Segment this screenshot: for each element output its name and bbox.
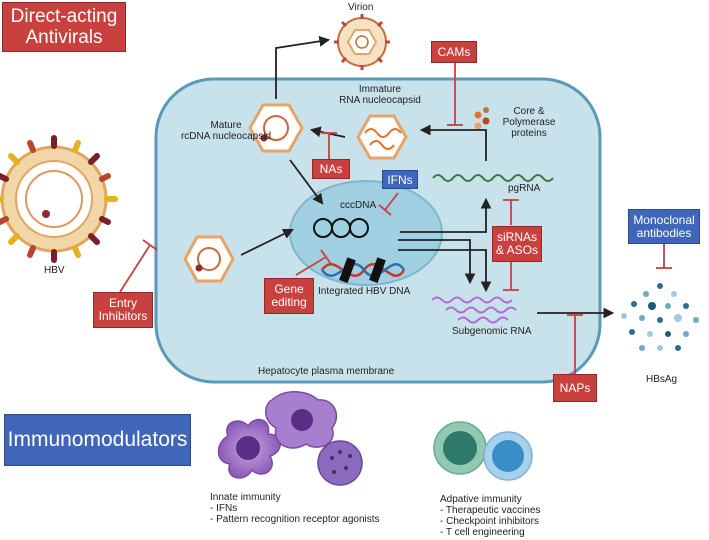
adaptive-cell-icon (433, 421, 533, 481)
core-polymerase-label: Core & Polymerase proteins (494, 106, 564, 139)
virion-label: Virion (348, 2, 374, 13)
mab-line2: antibodies (636, 225, 692, 240)
immature-capsid-icon (356, 114, 408, 160)
ifns-box: IFNs (382, 170, 418, 189)
mature-line2: rcDNA nucleocapsid (180, 131, 272, 142)
mature-capsid-icon (248, 103, 304, 153)
inhibition-lines (119, 63, 672, 374)
subgenomic-rna-icon (431, 296, 517, 324)
protein-dots-icon (474, 107, 490, 130)
mab-line1: Monoclonal (633, 212, 695, 227)
pgrna-wave-icon (432, 174, 554, 182)
innate-cell-icon (217, 391, 363, 486)
hbsag-label: HBsAg (646, 374, 678, 385)
gene-editing-box: Gene editing (264, 278, 314, 314)
nas-label: NAs (319, 162, 343, 176)
daa-line1: Direct-acting (10, 6, 118, 27)
entry-line2: Inhibitors (98, 309, 148, 323)
immunomodulators-header: Immunomodulators (4, 414, 191, 466)
gene-line2: editing (271, 295, 307, 309)
subgenomic-rna-label: Subgenomic RNA (452, 326, 532, 337)
gene-line1: Gene (274, 282, 304, 296)
pathway-arrows (240, 35, 615, 319)
entry-capsid-icon (183, 235, 235, 283)
immature-label: Immature RNA nucleocapsid (328, 84, 432, 106)
adaptive-item: - T cell engineering (440, 527, 525, 538)
entry-inhibitors-box: Entry Inhibitors (93, 292, 153, 328)
pgrna-label: pgRNA (508, 183, 541, 194)
naps-label: NAPs (559, 381, 591, 395)
innate-title: Innate immunity (210, 492, 281, 503)
core-line3: proteins (511, 128, 547, 139)
entry-line1: Entry (108, 296, 137, 310)
membrane-label: Hepatocyte plasma membrane (258, 366, 395, 377)
nas-box: NAs (312, 159, 350, 179)
hbv-particle-icon (0, 135, 118, 263)
hbv-label: HBV (44, 265, 65, 276)
core-line2: Polymerase (502, 117, 556, 128)
immature-line1: Immature (358, 84, 402, 95)
naps-box: NAPs (553, 374, 597, 402)
virion-icon (334, 14, 390, 70)
adaptive-immunity-list: Adpative immunity - Therapeutic vaccines… (440, 494, 540, 538)
core-line1: Core & (513, 106, 545, 117)
cccdna-icon (313, 218, 369, 238)
ifns-label: IFNs (387, 172, 413, 187)
adaptive-title: Adpative immunity (440, 494, 522, 505)
immunomodulators-label: Immunomodulators (7, 428, 188, 451)
sirnas-line1: siRNAs (496, 230, 537, 244)
daa-line2: Antivirals (25, 27, 103, 48)
monoclonal-antibodies-box: Monoclonal antibodies (628, 209, 700, 244)
adaptive-item: - Checkpoint inhibitors (440, 516, 539, 527)
cams-box: CAMs (431, 41, 477, 63)
mature-line1: Mature (210, 120, 242, 131)
direct-acting-antivirals-header: Direct-acting Antivirals (2, 2, 126, 52)
sirnas-asos-box: siRNAs & ASOs (492, 226, 542, 262)
dna-helix-icon (320, 257, 406, 283)
innate-immunity-list: Innate immunity - IFNs - Pattern recogni… (210, 492, 380, 525)
hbsag-particles-icon (621, 283, 699, 351)
integrated-dna-label: Integrated HBV DNA (318, 286, 411, 297)
innate-item: - Pattern recognition receptor agonists (210, 514, 380, 525)
cams-label: CAMs (437, 45, 471, 59)
sirnas-line2: & ASOs (495, 243, 539, 257)
adaptive-item: - Therapeutic vaccines (440, 505, 541, 516)
cccdna-label: cccDNA (340, 200, 377, 211)
mature-label: Mature rcDNA nucleocapsid (178, 120, 274, 142)
innate-item: - IFNs (210, 503, 238, 514)
immature-line2: RNA nucleocapsid (339, 95, 421, 106)
